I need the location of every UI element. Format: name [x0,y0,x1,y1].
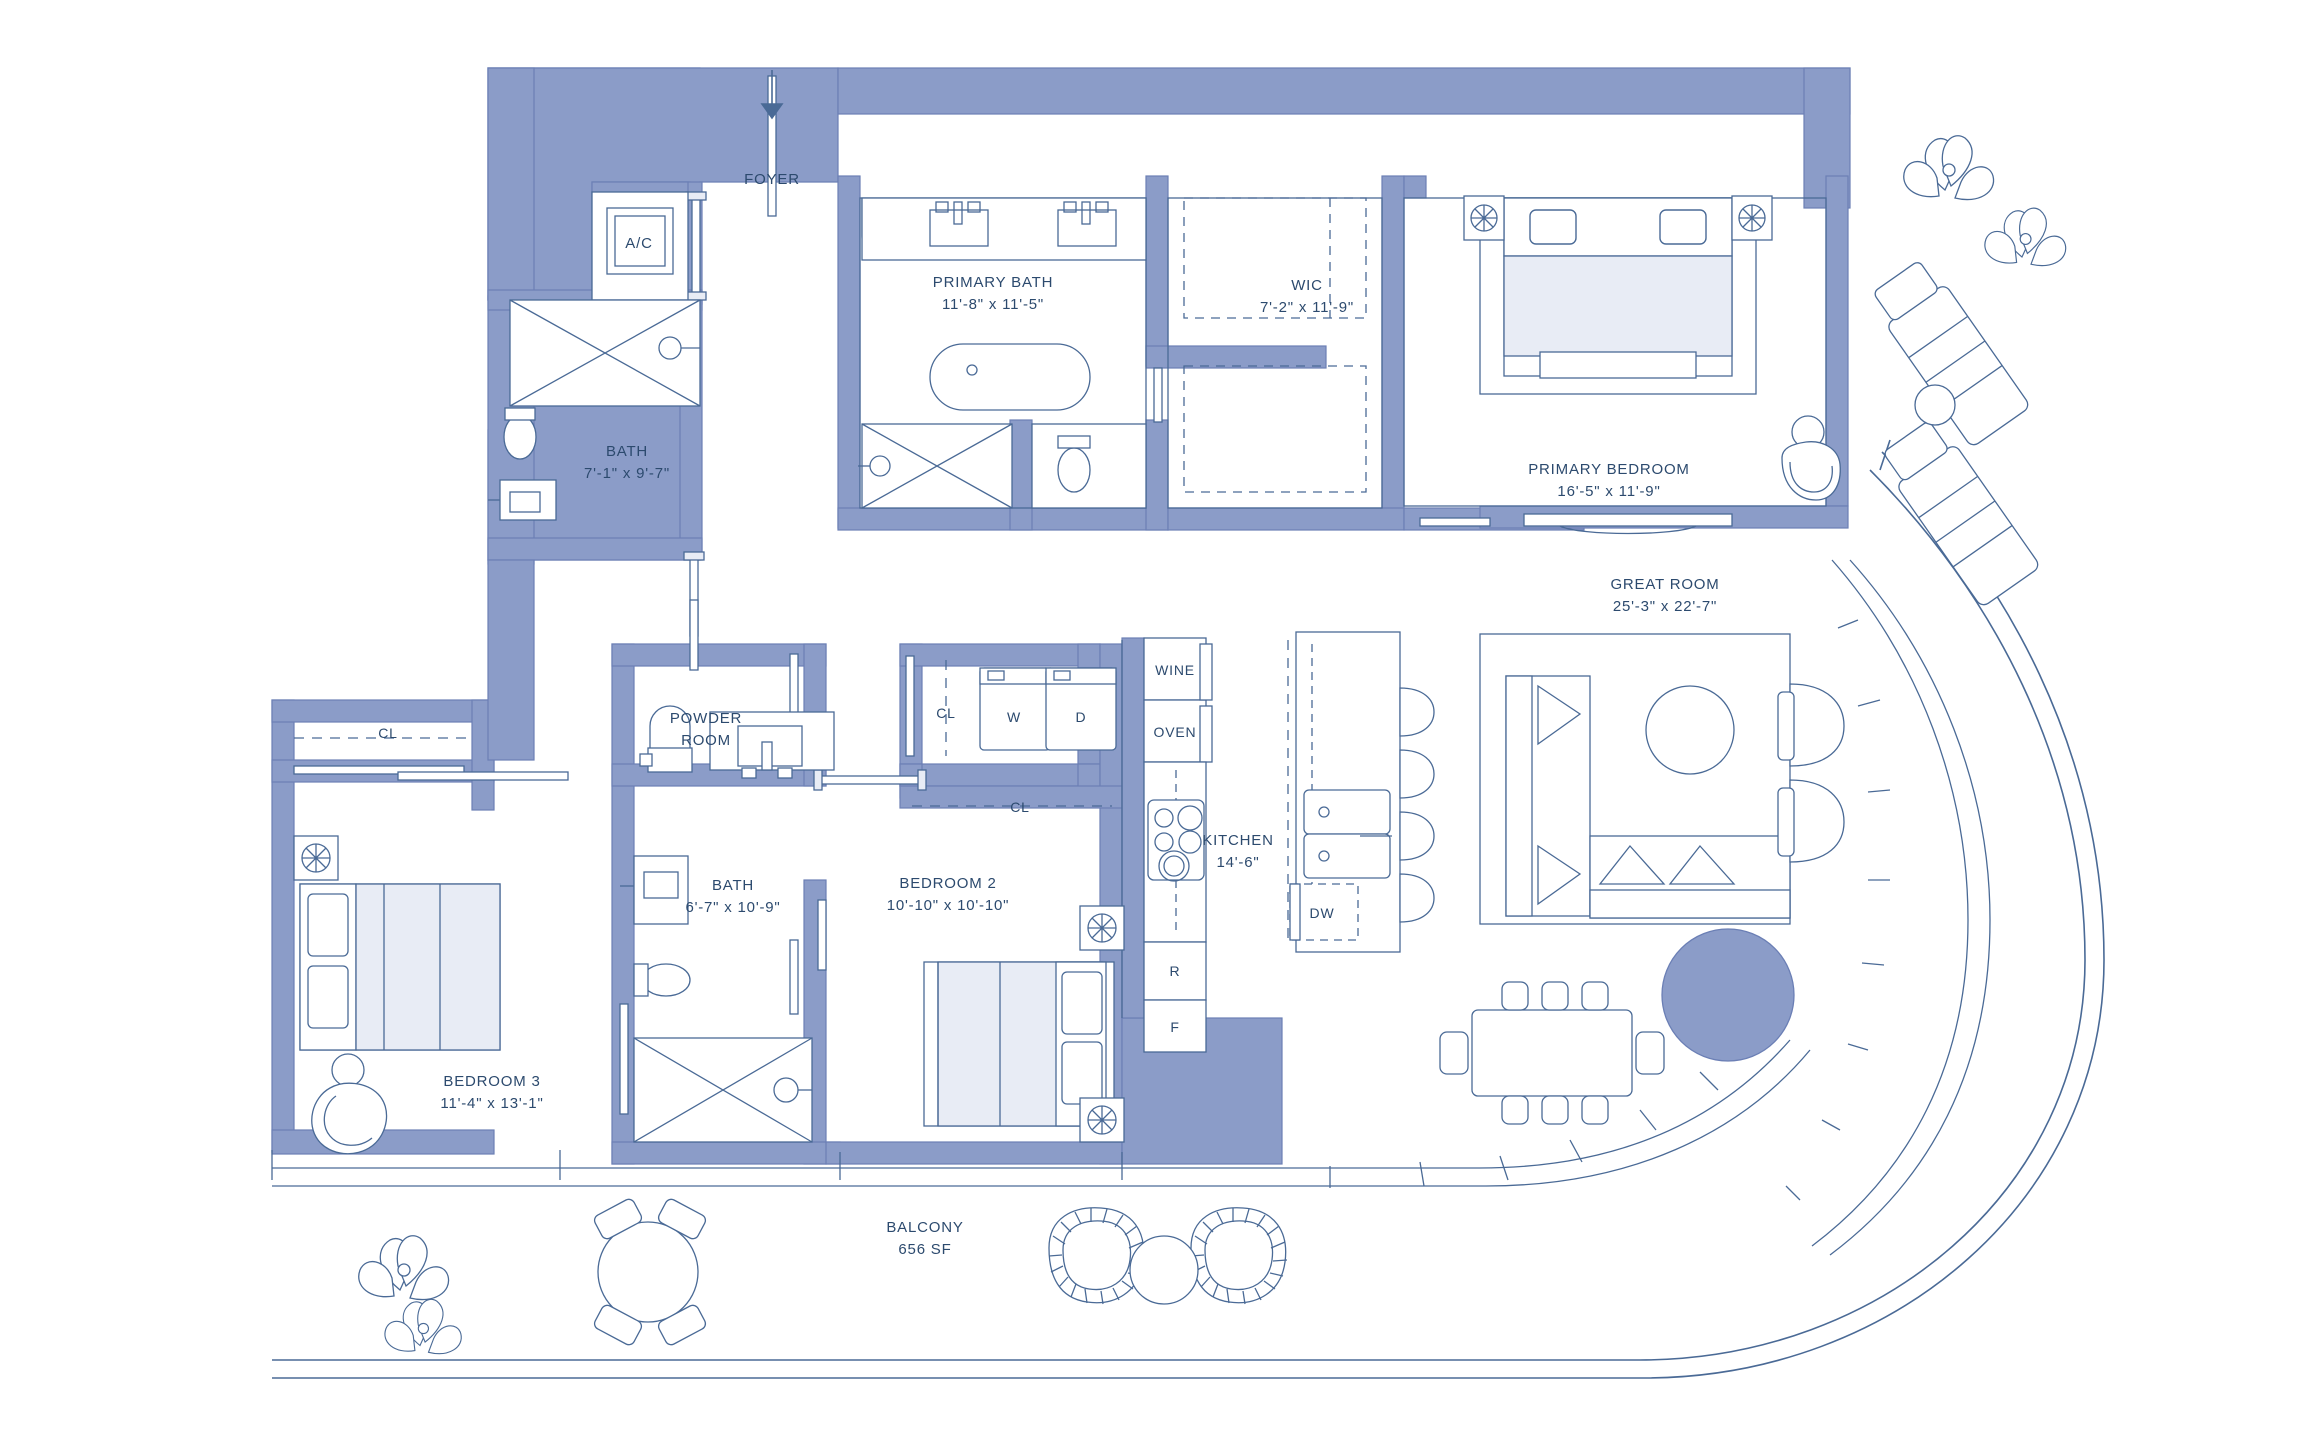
bath-2-fixtures [620,855,813,1143]
room-dim-great-room: 25'-3" x 22'-7" [1613,598,1717,615]
door-powder-room [817,775,925,785]
closet-mid-label: CL [936,705,956,721]
room-label-bedroom-2: BEDROOM 2 [899,875,996,892]
doors-group[interactable] [293,75,1491,1115]
room-dim-primary-bath: 11'-8" x 11'-5" [942,296,1044,313]
room-labels: FOYER PRIMARY BATH 11'-8" x 11'-5" WIC 7… [440,171,1719,1258]
room-label-primary-bedroom: PRIMARY BEDROOM [1528,461,1689,478]
kitchen-fixtures [1143,631,1435,1053]
dryer-label: D [1076,709,1087,725]
balcony-furniture [358,1198,1288,1355]
room-dim-bath-2: 6'-7" x 10'-9" [685,899,780,916]
room-label-balcony: BALCONY [886,1219,963,1236]
ac-tag-label: A/C [625,235,652,252]
balcony-floor-segments [271,1021,1811,1188]
dishwasher-label: DW [1310,905,1335,921]
terrace-furniture-top [1874,135,2067,606]
bedroom-3-furniture [293,835,501,1155]
closet-left-label: CL [378,725,398,741]
room-label-bath-1: BATH [606,443,648,460]
room-label-powder-room: POWDER [670,710,742,727]
room-label-primary-bath: PRIMARY BATH [933,274,1053,291]
room-label-powder-room-2: ROOM [681,732,731,749]
wic-shelving [1183,197,1367,493]
room-label-foyer: FOYER [744,171,800,188]
room-label-great-room: GREAT ROOM [1610,576,1719,593]
refrigerator-label: R [1170,963,1181,979]
ac-closet [591,191,689,301]
room-dim-bath-1: 7'-1" x 9'-7" [584,465,670,482]
closet-dashed-lines [294,640,1289,944]
room-dim-bedroom-3: 11'-4" x 13'-1" [440,1095,543,1112]
closet-hall-label: CL [1010,799,1030,815]
primary-bath-fixtures [858,197,1147,509]
door-ac-closet [691,195,701,297]
room-dim-primary-bedroom: 16'-5" x 11'-9" [1557,483,1660,500]
door-primary-bath [1153,367,1163,423]
fixture-tags: CL CL CL W D WINE OVEN R F DW [378,662,1335,1035]
primary-bedroom-furniture [1463,195,1841,535]
bedroom-2-furniture [923,905,1125,1143]
washer-label: W [1007,709,1021,725]
bath-1-fixtures [488,299,701,521]
entry-direction-arrow [760,70,784,120]
oven-label: OVEN [1154,724,1197,740]
powder-room-fixtures [639,705,835,779]
wine-label: WINE [1155,662,1195,678]
door-primary-bedroom [1419,517,1491,527]
freezer-label: F [1170,1019,1179,1035]
door-laundry-closet [905,655,915,757]
room-label-bath-2: BATH [712,877,754,894]
door-bedroom-3 [619,1003,629,1115]
great-room-furniture [1439,633,1845,1125]
room-dim-balcony: 656 SF [898,1241,951,1258]
room-label-wic: WIC [1291,277,1323,294]
laundry-appliances [979,667,1117,751]
room-dim-wic: 7'-2" x 11'-9" [1260,299,1354,316]
balcony-railing-segments [1785,559,1991,1256]
room-label-kitchen: KITCHEN [1202,832,1273,849]
room-dim-kitchen: 14'-6" [1216,854,1259,871]
room-label-bedroom-3: BEDROOM 3 [443,1073,540,1090]
door-bedroom-2 [789,939,799,1015]
door-bath-2 [817,899,827,971]
room-dim-bedroom-2: 10'-10" x 10'-10" [887,897,1010,914]
